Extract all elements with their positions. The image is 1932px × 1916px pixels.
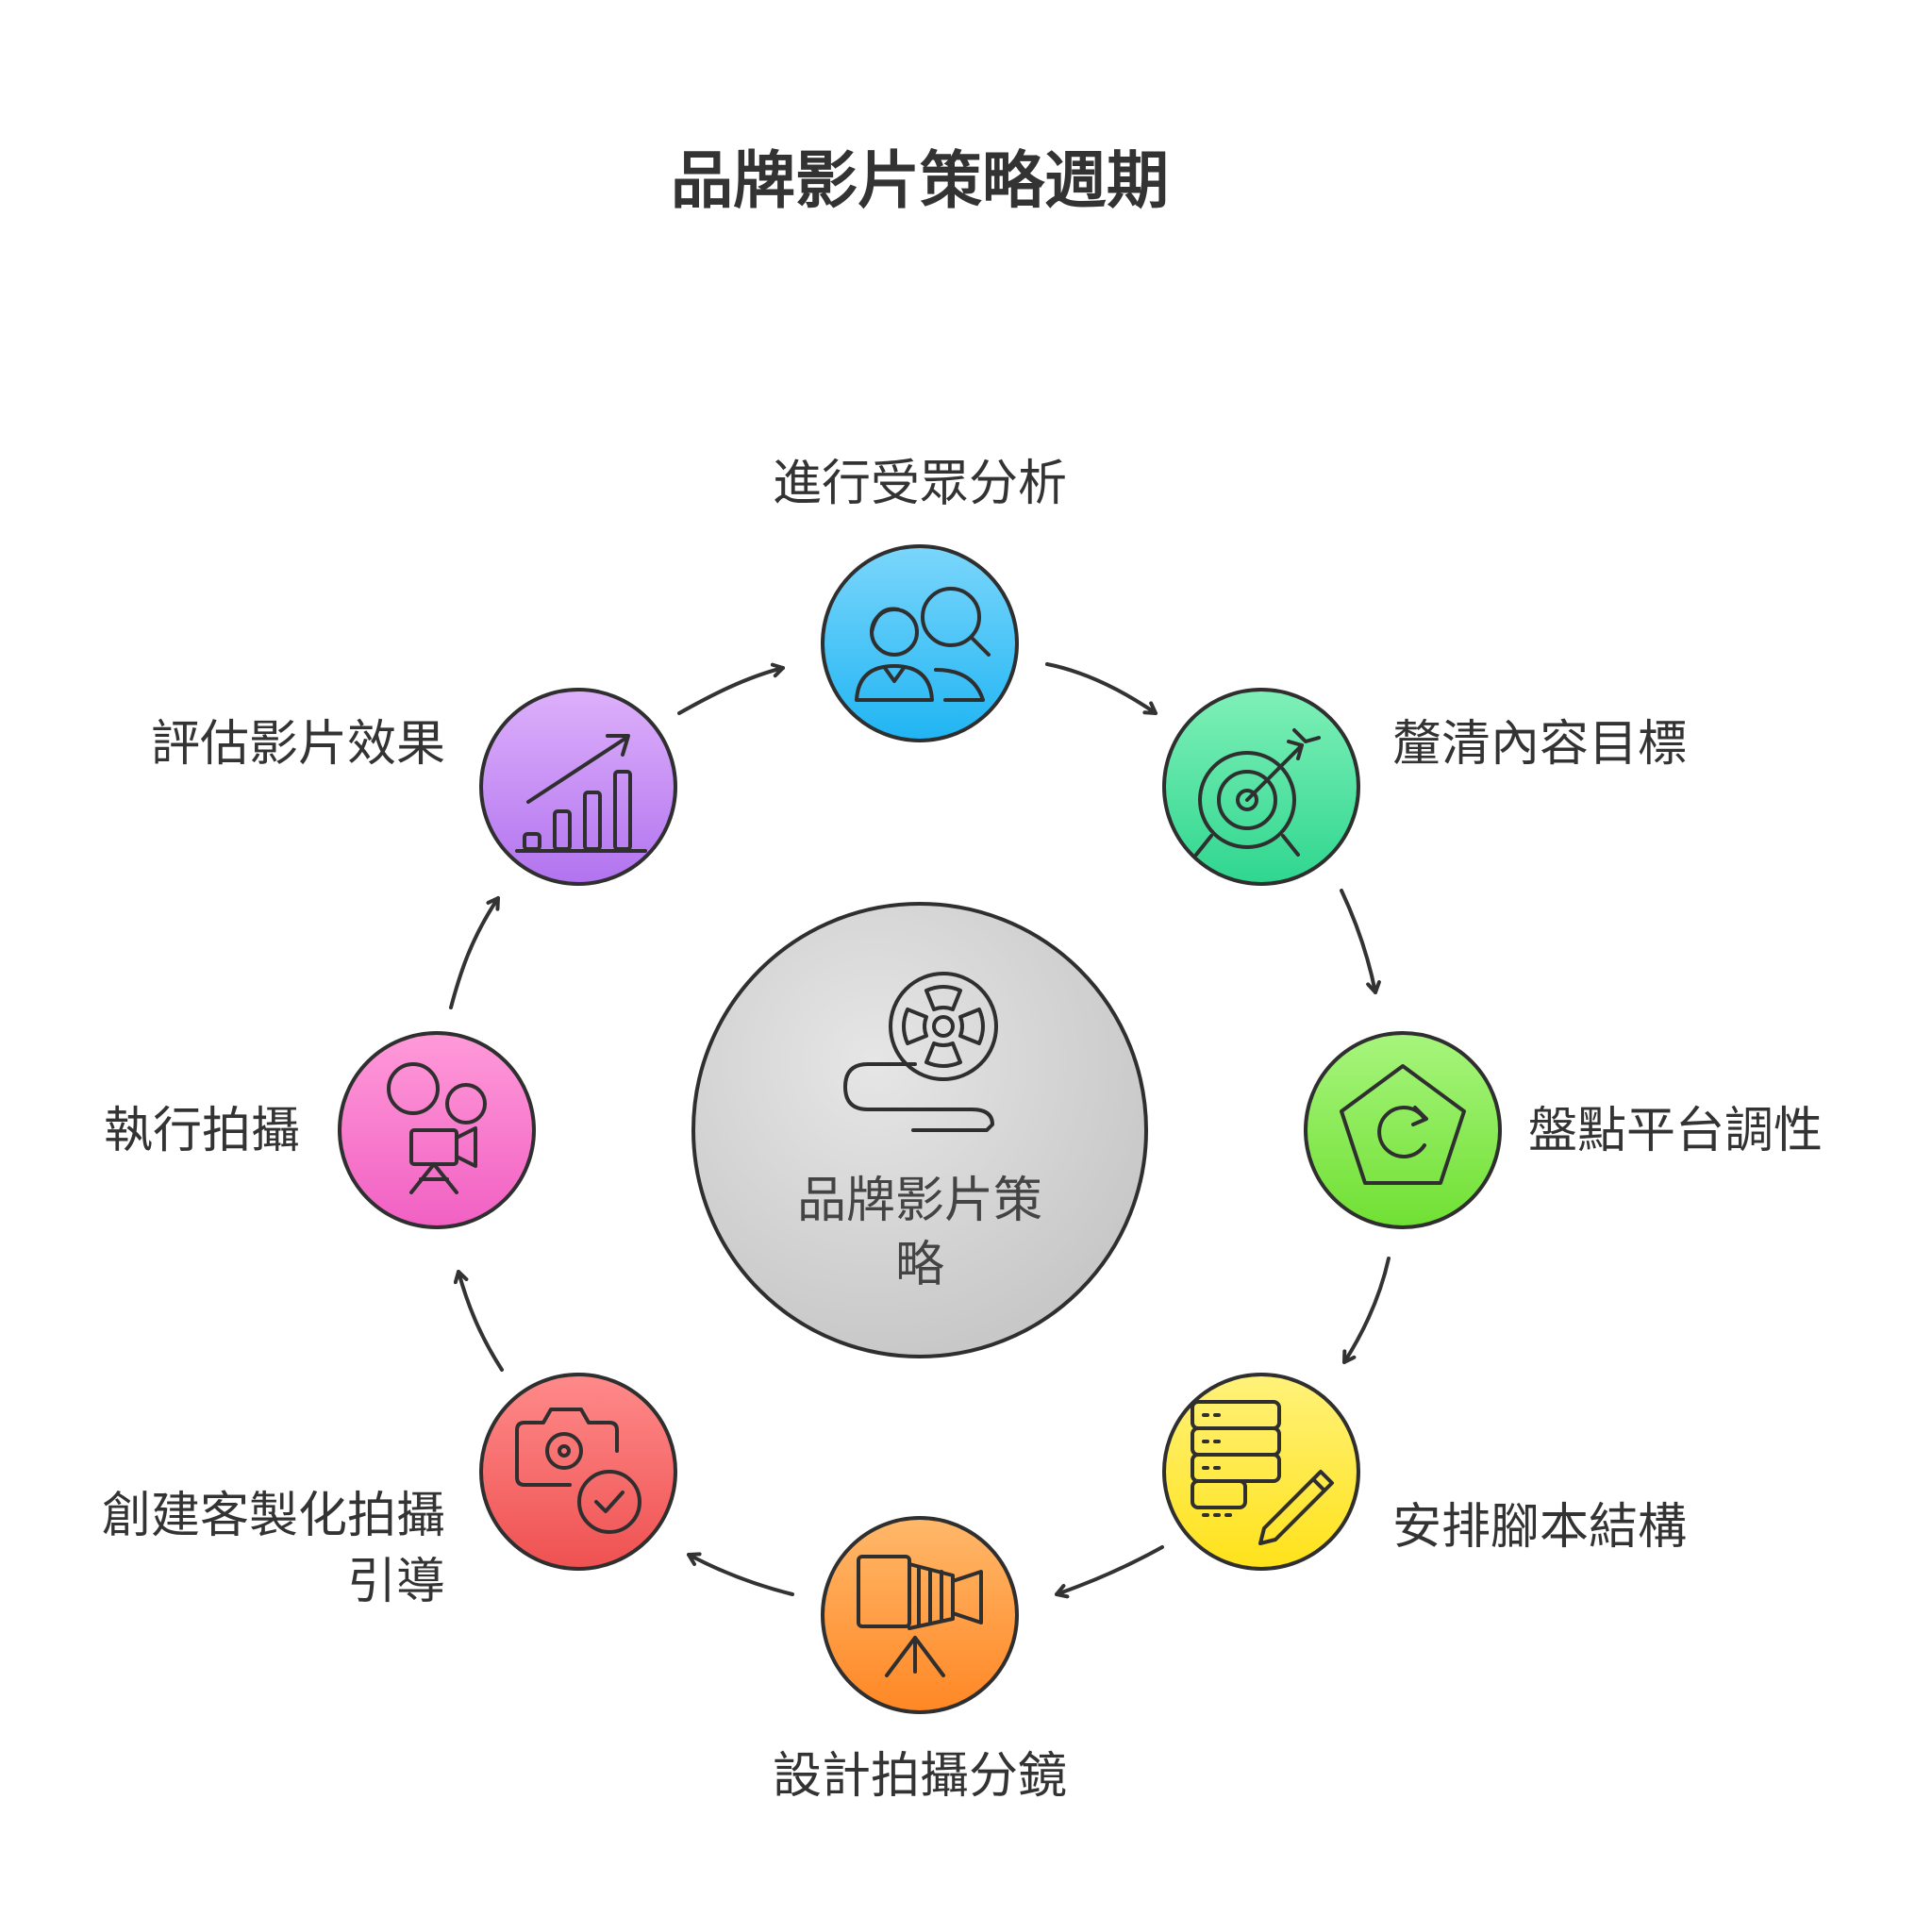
target-icon	[1194, 728, 1321, 857]
center-node: 品牌影片策 略	[691, 902, 1148, 1358]
camera-check-icon	[515, 1408, 641, 1534]
step-node-guide[interactable]: 創建客製化拍攝 引導	[102, 1373, 677, 1610]
script-pencil-icon	[1191, 1400, 1334, 1545]
center-label-line1: 品牌影片策	[797, 1173, 1042, 1229]
pentagon-refresh-icon	[1340, 1064, 1466, 1185]
step-label-shoot: 執行拍攝	[104, 1103, 300, 1159]
step-label-audience: 進行受眾分析	[773, 456, 1067, 512]
diagram-title: 品牌影片策略週期	[671, 144, 1169, 217]
audience-search-icon	[855, 587, 991, 702]
step-circle-guide	[479, 1373, 677, 1571]
film-camera-icon	[387, 1062, 487, 1194]
arrow-platform-to-script	[1342, 1257, 1391, 1364]
arrow-shoot-to-evaluate	[449, 896, 500, 1009]
arrow-audience-to-goals	[1045, 662, 1158, 715]
storyboard-camera-icon	[857, 1555, 983, 1677]
arrow-goals-to-platform	[1340, 889, 1381, 994]
step-label-guide-line2: 引導	[347, 1554, 445, 1610]
step-node-evaluate[interactable]: 評估影片效果	[151, 688, 677, 886]
arrow-script-to-storyboard	[1055, 1545, 1164, 1599]
step-label-script: 安排腳本結構	[1392, 1499, 1687, 1556]
step-node-storyboard[interactable]: 設計拍攝分鏡	[773, 1516, 1067, 1805]
step-label-platform: 盤點平台調性	[1528, 1103, 1823, 1159]
step-node-audience[interactable]: 進行受眾分析	[773, 456, 1067, 742]
arrow-evaluate-to-audience	[677, 662, 785, 715]
arrow-guide-to-shoot	[453, 1270, 504, 1372]
center-label-line2: 略	[895, 1237, 944, 1293]
step-node-goals[interactable]: 釐清內容目標	[1162, 688, 1687, 886]
step-node-platform[interactable]: 盤點平台調性	[1304, 1031, 1823, 1229]
film-reel-icon	[843, 972, 998, 1132]
step-label-storyboard: 設計拍攝分鏡	[773, 1748, 1067, 1805]
step-circle-audience	[821, 544, 1019, 742]
step-circle-script	[1162, 1373, 1360, 1571]
step-label-guide-line1: 創建客製化拍攝	[102, 1488, 445, 1544]
step-label-goals: 釐清內容目標	[1392, 716, 1687, 773]
step-label-evaluate: 評估影片效果	[151, 716, 445, 773]
growth-chart-icon	[515, 734, 647, 853]
step-node-shoot[interactable]: 執行拍攝	[104, 1031, 536, 1229]
cycle-arrows	[449, 662, 1391, 1599]
step-circle-evaluate	[479, 688, 677, 886]
step-circle-platform	[1304, 1031, 1502, 1229]
arrow-storyboard-to-guide	[687, 1552, 794, 1596]
step-node-script[interactable]: 安排腳本結構	[1162, 1373, 1687, 1571]
